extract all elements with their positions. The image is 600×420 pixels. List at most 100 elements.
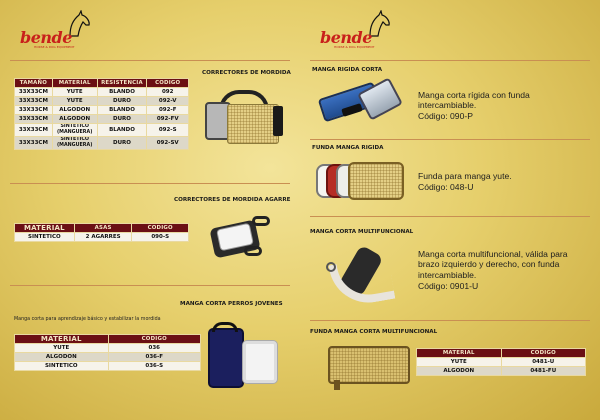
product-image-correctores bbox=[205, 88, 285, 150]
section-title-perros-jovenes: MANGA CORTA PERROS JOVENES bbox=[180, 301, 283, 307]
product-image-manga-multifuncional bbox=[322, 240, 406, 312]
cell: YUTE bbox=[51, 87, 98, 97]
table-row: 33X33CM SINTETICO (MANGUERA) BLANDO 092-… bbox=[14, 123, 189, 137]
cell: DURO bbox=[96, 96, 148, 106]
table-row: 33X33CM ALGODON BLANDO 092-F bbox=[14, 105, 189, 115]
cell: YUTE bbox=[416, 357, 502, 367]
table-row: ALGODON 036-F bbox=[14, 352, 202, 362]
cell: SINTETICO (MANGUERA) bbox=[51, 136, 98, 150]
brand-tagline: HORSE & DOG EQUIPMENT bbox=[34, 45, 75, 49]
product-description: Funda para manga yute. bbox=[418, 171, 512, 181]
col-header: RESISTENCIA bbox=[96, 78, 148, 88]
product-code: Código: 048-U bbox=[418, 182, 474, 192]
table-row: 33X33CM SINTETICO (MANGUERA) DURO 092-SV bbox=[14, 136, 189, 150]
table-row: 33X33CM YUTE BLANDO 092 bbox=[14, 87, 189, 97]
cell: SINTETICO bbox=[14, 232, 75, 242]
cell: ALGODON bbox=[51, 114, 98, 124]
divider bbox=[310, 139, 590, 140]
table-row: YUTE 0481-U bbox=[416, 357, 587, 367]
cell: BLANDO bbox=[96, 105, 148, 115]
section-title-manga-rigida-corta: MANGA RIGIDA CORTA bbox=[312, 67, 383, 73]
cell: 0481-U bbox=[500, 357, 587, 367]
cell: 33X33CM bbox=[14, 136, 53, 150]
cell: BLANDO bbox=[96, 87, 148, 97]
table-row: 33X33CM ALGODON DURO 092-FV bbox=[14, 114, 189, 124]
product-image-perros-jovenes bbox=[208, 322, 286, 392]
cell: 092-FV bbox=[146, 114, 189, 124]
product-description: Manga corta para aprendizaje básico y es… bbox=[14, 317, 161, 322]
section-title-agarre: CORRECTORES DE MORDIDA AGARRE bbox=[174, 197, 291, 203]
spec-table-perros-jovenes: MATERIAL CODIGO YUTE 036 ALGODON 036-F S… bbox=[14, 334, 202, 371]
table-row: ALGODON 0481-FU bbox=[416, 366, 587, 376]
col-header: MATERIAL bbox=[416, 348, 502, 358]
table-row: SINTETICO 2 AGARRES 090-S bbox=[14, 232, 189, 242]
col-header: CODIGO bbox=[107, 334, 202, 344]
cell: 036 bbox=[107, 343, 202, 353]
product-code: Código: 090-P bbox=[418, 111, 473, 121]
divider bbox=[10, 183, 290, 184]
cell: SINTETICO bbox=[14, 361, 109, 371]
divider bbox=[310, 216, 590, 217]
cell: YUTE bbox=[14, 343, 109, 353]
cell: 33X33CM bbox=[14, 96, 53, 106]
table-row: SINTETICO 036-S bbox=[14, 361, 202, 371]
table-row: YUTE 036 bbox=[14, 343, 202, 353]
section-title-funda-multifuncional: FUNDA MANGA CORTA MULTIFUNCIONAL bbox=[310, 329, 438, 335]
brand-tagline: HORSE & DOG EQUIPMENT bbox=[334, 45, 375, 49]
cell: ALGODON bbox=[14, 352, 109, 362]
col-header: ASAS bbox=[73, 223, 133, 233]
brand-name: bende bbox=[320, 28, 372, 47]
cell: 092-V bbox=[146, 96, 189, 106]
col-header: MATERIAL bbox=[51, 78, 98, 88]
cell: DURO bbox=[96, 136, 148, 150]
cell: YUTE bbox=[51, 96, 98, 106]
cell: ALGODON bbox=[51, 105, 98, 115]
col-header: MATERIAL bbox=[14, 223, 75, 233]
brand-logo-left: bende HORSE & DOG EQUIPMENT bbox=[18, 10, 98, 49]
divider bbox=[310, 60, 590, 61]
product-image-funda-manga-rigida bbox=[316, 158, 406, 204]
product-code: Código: 0901-U bbox=[418, 281, 479, 291]
cell: 092-SV bbox=[146, 136, 189, 150]
product-description: Manga corta rígida con funda intercambia… bbox=[418, 90, 530, 111]
product-image-funda-multifuncional bbox=[328, 342, 414, 390]
col-header: TAMAÑO bbox=[14, 78, 53, 88]
horse-head-icon bbox=[369, 10, 390, 37]
brand-logo-right: bende HORSE & DOG EQUIPMENT bbox=[318, 10, 398, 49]
cell: 092 bbox=[146, 87, 189, 97]
horse-head-icon bbox=[69, 10, 90, 37]
cell: 092-F bbox=[146, 105, 189, 115]
cell: ALGODON bbox=[416, 366, 502, 376]
product-image-manga-rigida-corta bbox=[317, 77, 403, 124]
col-header: MATERIAL bbox=[14, 334, 109, 344]
section-title-funda-manga-rigida: FUNDA MANGA RIGIDA bbox=[312, 145, 384, 151]
col-header: CODIGO bbox=[131, 223, 189, 233]
cell: 092-S bbox=[146, 123, 189, 137]
cell: DURO bbox=[96, 114, 148, 124]
spec-table-funda-multifuncional: MATERIAL CODIGO YUTE 0481-U ALGODON 0481… bbox=[416, 348, 587, 376]
col-header: CODIGO bbox=[146, 78, 189, 88]
cell: 33X33CM bbox=[14, 114, 53, 124]
cell: 2 AGARRES bbox=[73, 232, 133, 242]
divider bbox=[10, 60, 290, 61]
product-image-agarre bbox=[208, 212, 274, 262]
cell: 33X33CM bbox=[14, 87, 53, 97]
cell: 090-S bbox=[131, 232, 189, 242]
table-row: 33X33CM YUTE DURO 092-V bbox=[14, 96, 189, 106]
cell: 33X33CM bbox=[14, 105, 53, 115]
cell: BLANDO bbox=[96, 123, 148, 137]
cell: SINTETICO (MANGUERA) bbox=[51, 123, 98, 137]
spec-table-agarre: MATERIAL ASAS CODIGO SINTETICO 2 AGARRES… bbox=[14, 223, 189, 242]
col-header: CODIGO bbox=[500, 348, 587, 358]
spec-table-correctores: TAMAÑO MATERIAL RESISTENCIA CODIGO 33X33… bbox=[14, 78, 189, 150]
section-title-manga-multifuncional: MANGA CORTA MULTIFUNCIONAL bbox=[310, 229, 414, 235]
cell: 0481-FU bbox=[500, 366, 587, 376]
divider bbox=[310, 320, 590, 321]
brand-name: bende bbox=[20, 28, 72, 47]
section-title-correctores: CORRECTORES DE MORDIDA bbox=[202, 70, 291, 76]
cell: 036-F bbox=[107, 352, 202, 362]
cell: 036-S bbox=[107, 361, 202, 371]
cell: 33X33CM bbox=[14, 123, 53, 137]
product-description: Manga corta multifuncional, válida para … bbox=[418, 249, 568, 280]
divider bbox=[10, 285, 290, 286]
